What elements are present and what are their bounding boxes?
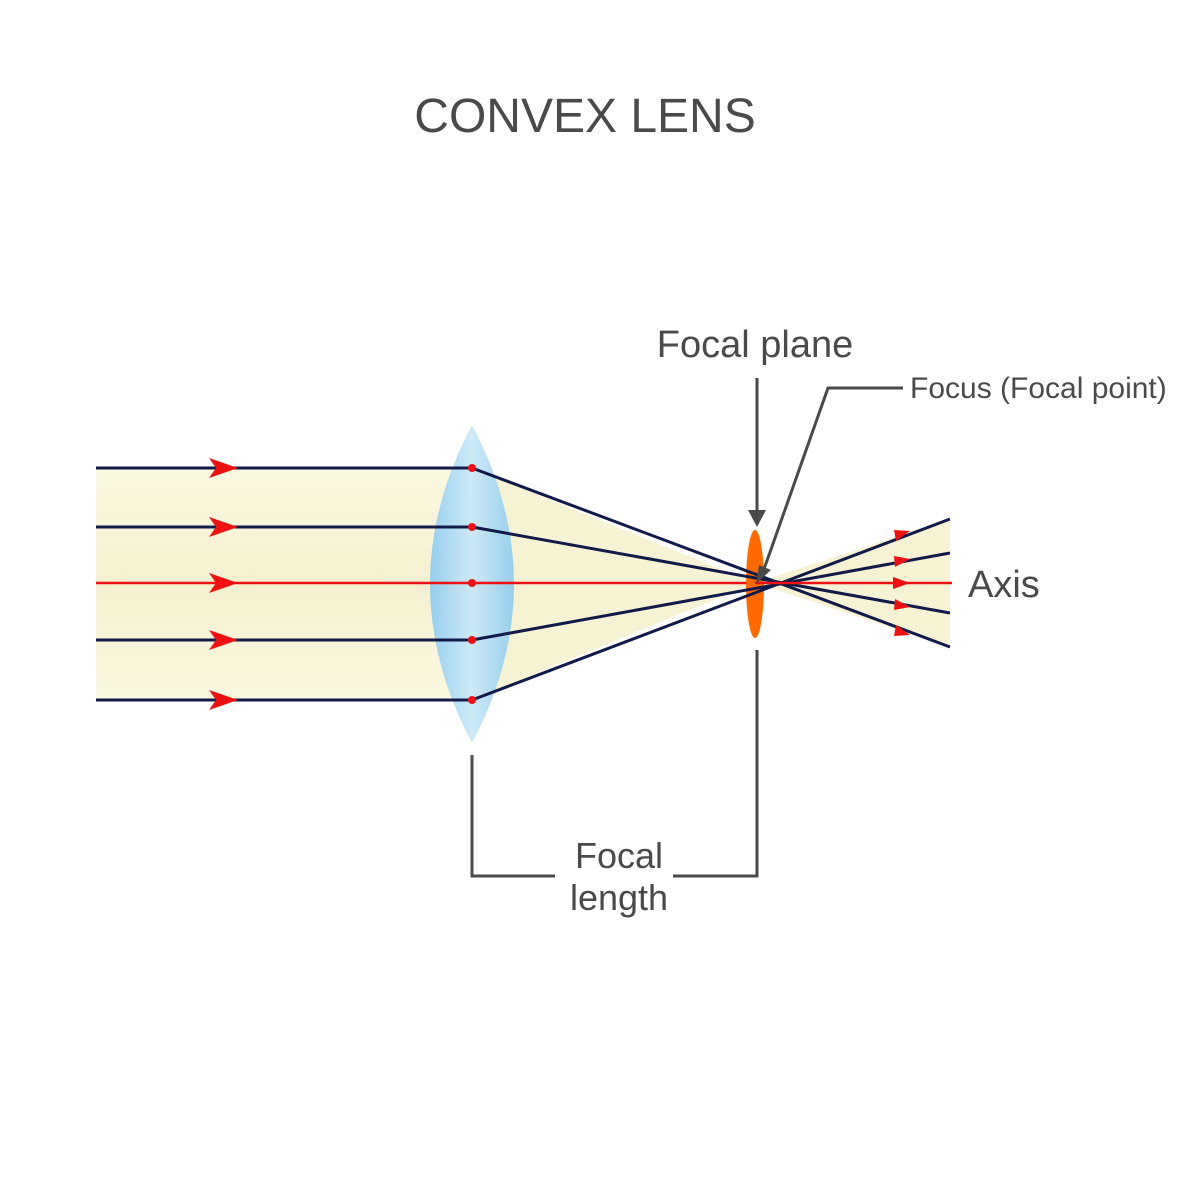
arrow-down-icon (748, 510, 766, 527)
focal-length-label-line2: length (570, 877, 668, 918)
page-title: CONVEX LENS (414, 90, 755, 143)
incoming-arrows (209, 458, 238, 710)
lens-point (468, 579, 476, 587)
lens-point (468, 464, 476, 472)
refracted-ray (471, 525, 951, 615)
arrow-icon (209, 517, 238, 537)
arrow-icon (893, 577, 910, 589)
arrow-icon (209, 690, 238, 710)
arrow-icon (894, 599, 910, 610)
arrow-icon (894, 625, 910, 636)
focus-label: Focus (Focal point) (910, 372, 1167, 405)
refracted-rays (471, 466, 951, 702)
arrow-icon (209, 458, 238, 478)
focal-length-bracket-left (470, 755, 555, 878)
arrow-icon (894, 556, 910, 567)
outgoing-arrows (893, 530, 910, 636)
focal-length-label-line1: Focal (575, 835, 663, 876)
focal-plane-label: Focal plane (657, 324, 853, 366)
focal-length-bracket-right (673, 650, 759, 878)
refracted-ray (471, 517, 951, 702)
arrow-icon (894, 530, 910, 541)
arrow-icon (209, 573, 238, 593)
lens-point (468, 636, 476, 644)
refracted-ray (471, 551, 951, 642)
refracted-ray (471, 466, 951, 649)
lens-point (468, 523, 476, 531)
lens-points (468, 464, 476, 704)
axis-label: Axis (968, 564, 1040, 606)
focus-pointer (761, 386, 903, 573)
arrow-icon (209, 630, 238, 650)
arrow-icon (756, 565, 771, 584)
lens-point (468, 696, 476, 704)
incoming-beam (96, 468, 472, 701)
incoming-rays (96, 466, 755, 702)
